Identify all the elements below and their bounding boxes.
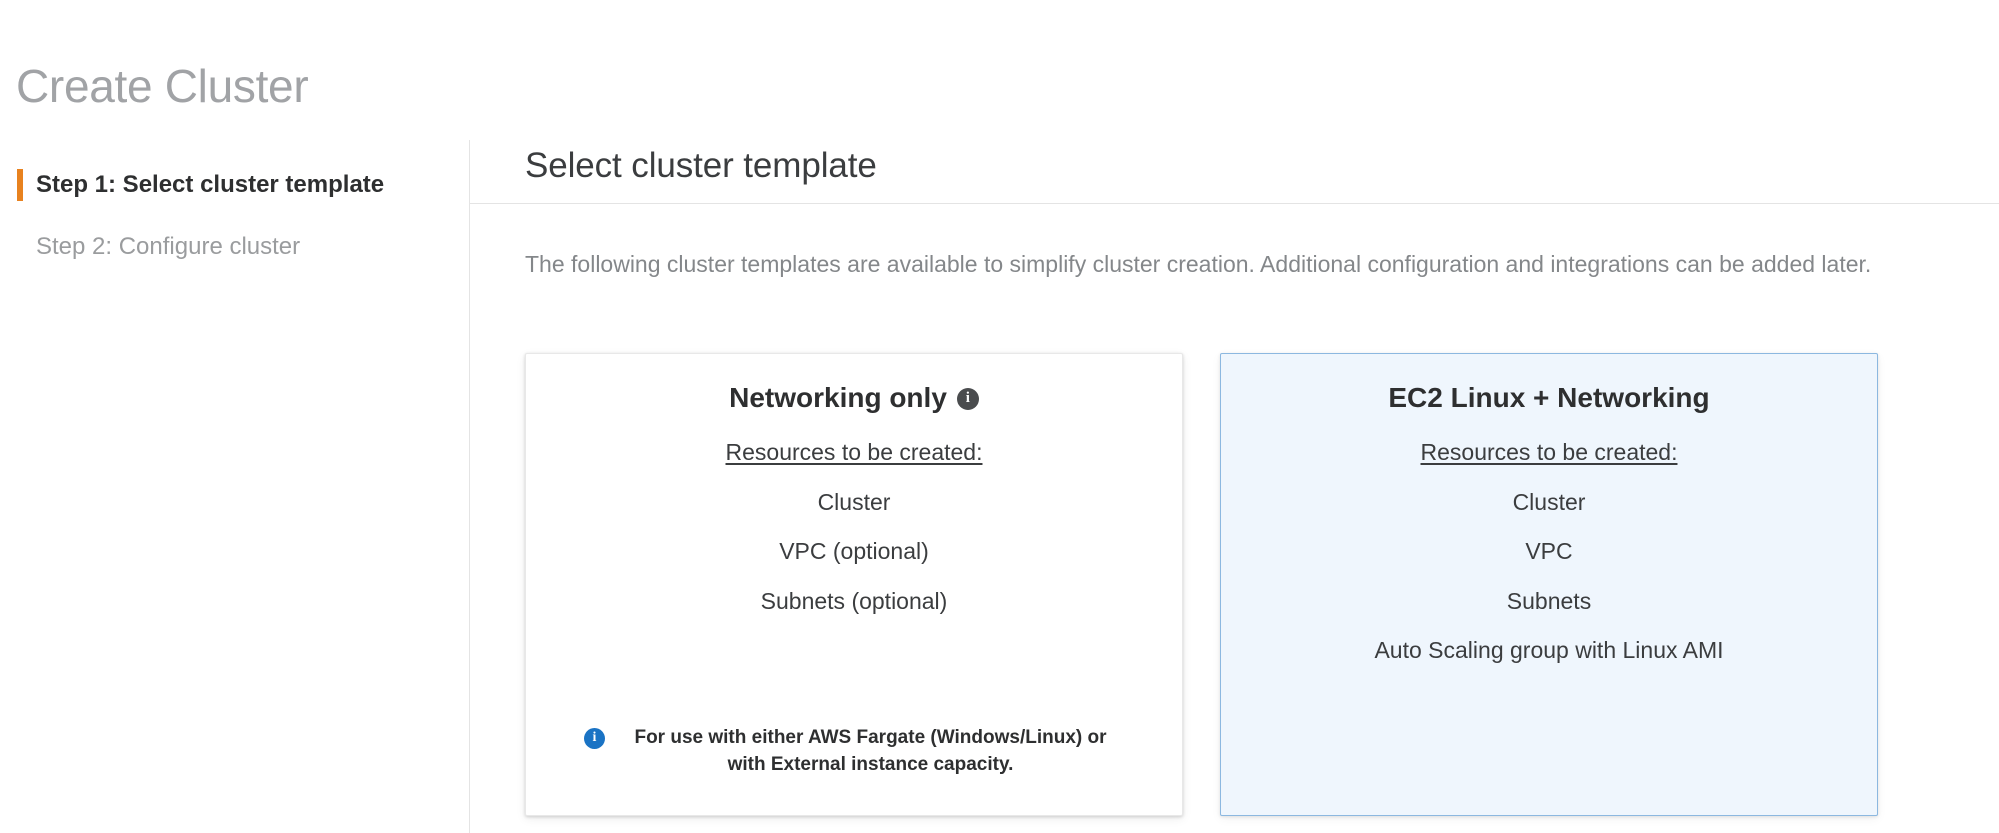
page-body: Step 1: Select cluster template Step 2: … <box>0 140 1999 833</box>
resource-item: Auto Scaling group with Linux AMI <box>1374 637 1724 664</box>
sidebar-step-1-label: Step 1: Select cluster template <box>36 170 385 198</box>
card-title-networking-only: Networking only i <box>729 380 979 415</box>
resource-item: Subnets <box>1506 587 1592 614</box>
resource-item: VPC (optional) <box>779 538 929 565</box>
sidebar-step-2-label: Step 2: Configure cluster <box>36 232 301 260</box>
resource-item: Cluster <box>1512 488 1586 515</box>
sidebar-step-2-configure-cluster[interactable]: Step 2: Configure cluster <box>0 216 469 278</box>
card-note-text: For use with either AWS Fargate (Windows… <box>634 726 1107 776</box>
card-note-networking-only: i For use with either AWS Fargate (Windo… <box>584 724 1124 779</box>
active-step-accent-bar <box>17 169 23 201</box>
resource-item: Subnets (optional) <box>760 587 948 614</box>
card-title-text: Networking only <box>729 382 947 413</box>
cluster-template-card-list: Networking only i Resources to be create… <box>525 353 1878 816</box>
resource-item: Cluster <box>817 488 891 515</box>
resources-heading: Resources to be created: <box>725 439 983 465</box>
cluster-template-card-networking-only[interactable]: Networking only i Resources to be create… <box>525 353 1183 816</box>
page-title: Create Cluster <box>16 59 309 112</box>
card-title-text: EC2 Linux + Networking <box>1388 382 1710 413</box>
wizard-steps-sidebar: Step 1: Select cluster template Step 2: … <box>0 140 470 833</box>
section-description: The following cluster templates are avai… <box>525 251 1872 277</box>
section-header: Select cluster template <box>470 140 1999 203</box>
main-content: Select cluster template The following cl… <box>470 140 1999 833</box>
cluster-template-card-ec2-linux-networking[interactable]: EC2 Linux + Networking Resources to be c… <box>1220 353 1878 816</box>
info-icon[interactable]: i <box>956 387 979 410</box>
card-title-ec2-linux-networking: EC2 Linux + Networking <box>1388 380 1709 415</box>
section-divider <box>470 203 1999 204</box>
resource-item: VPC <box>1525 538 1573 565</box>
sidebar-step-1-select-cluster-template[interactable]: Step 1: Select cluster template <box>0 154 469 216</box>
info-icon: i <box>584 727 605 749</box>
section-title: Select cluster template <box>525 146 877 185</box>
resources-heading: Resources to be created: <box>1420 439 1678 465</box>
